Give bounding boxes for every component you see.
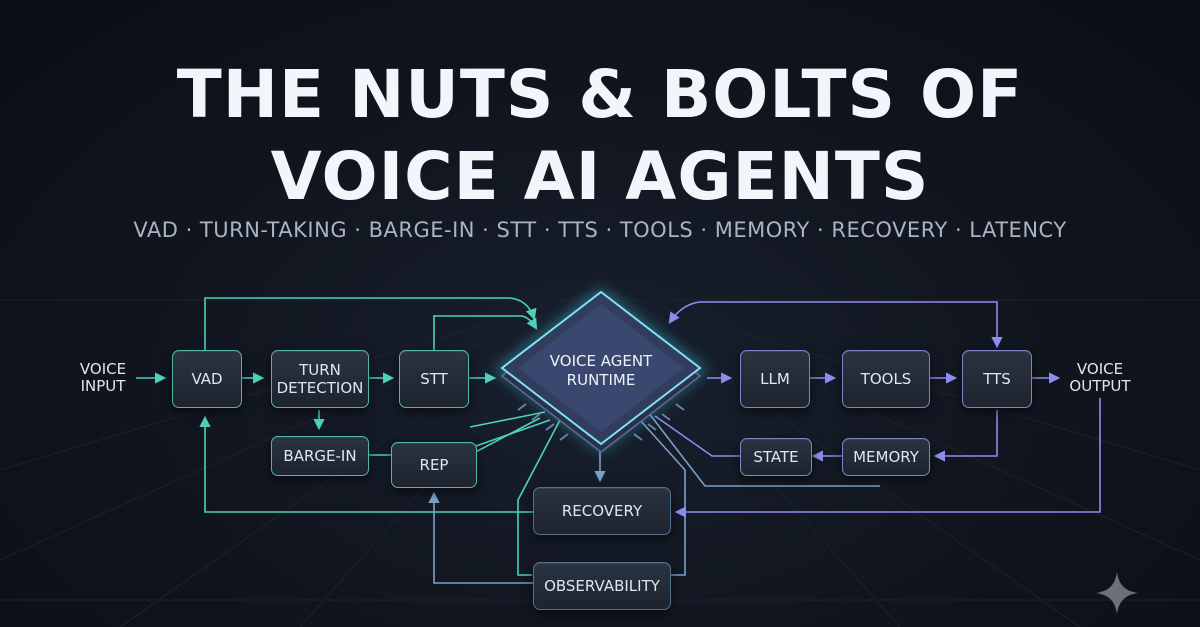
voice-output-label: VOICE OUTPUT — [1069, 360, 1131, 395]
tts-node: TTS — [962, 350, 1032, 408]
subtitle: VAD · TURN-TAKING · BARGE-IN · STT · TTS… — [133, 218, 1067, 242]
title-line-1: THE NUTS & BOLTS OF — [176, 56, 1024, 133]
link-rep-runtime-1 — [475, 419, 551, 447]
runtime-chip — [494, 288, 708, 453]
title-line-2: VOICE AI AGENTS — [270, 138, 930, 215]
vad-node: VAD — [172, 350, 242, 408]
tools-label: TOOLS — [860, 370, 912, 388]
loop-vad-runtime-top — [204, 297, 537, 350]
link-rep-runtime-2 — [469, 411, 546, 428]
link-runtime-observability — [517, 419, 561, 576]
recovery-node: RECOVERY — [533, 487, 671, 535]
link-state-runtime — [654, 415, 740, 457]
loop-recovery-vad — [199, 415, 533, 513]
tts-label: TTS — [983, 370, 1011, 388]
observability-label: OBSERVABILITY — [544, 577, 660, 595]
rep-node: REP — [391, 442, 477, 488]
llm-label: LLM — [760, 370, 790, 388]
turn-detection-label: TURN DETECTION — [276, 361, 364, 397]
turn-detection-node: TURN DETECTION — [271, 350, 369, 408]
barge-in-node: BARGE-IN — [271, 436, 369, 476]
rep-label: REP — [419, 456, 449, 474]
tools-node: TOOLS — [842, 350, 930, 408]
stt-label: STT — [420, 370, 448, 388]
llm-node: LLM — [740, 350, 810, 408]
loop-runtime-tts-top — [668, 301, 1003, 349]
recovery-label: RECOVERY — [561, 502, 643, 520]
state-node: STATE — [740, 438, 812, 476]
memory-label: MEMORY — [853, 448, 919, 466]
loop-observability-rep — [428, 491, 533, 584]
link-runtime-memory — [647, 411, 880, 487]
runtime-label: VOICE AGENT RUNTIME — [549, 352, 653, 389]
observability-node: OBSERVABILITY — [533, 562, 671, 610]
loop-output-recovery — [674, 398, 1101, 518]
arrow-tts-memory — [933, 410, 998, 462]
sparkle-icon — [1096, 572, 1138, 614]
voice-input-label: VOICE INPUT — [79, 360, 127, 395]
link-runtime-observability-right — [639, 419, 686, 576]
state-label: STATE — [753, 448, 799, 466]
barge-in-label: BARGE-IN — [283, 447, 357, 465]
vad-label: VAD — [191, 370, 223, 388]
stt-node: STT — [399, 350, 469, 408]
loop-stt-runtime-top — [433, 315, 538, 350]
memory-node: MEMORY — [842, 438, 930, 476]
